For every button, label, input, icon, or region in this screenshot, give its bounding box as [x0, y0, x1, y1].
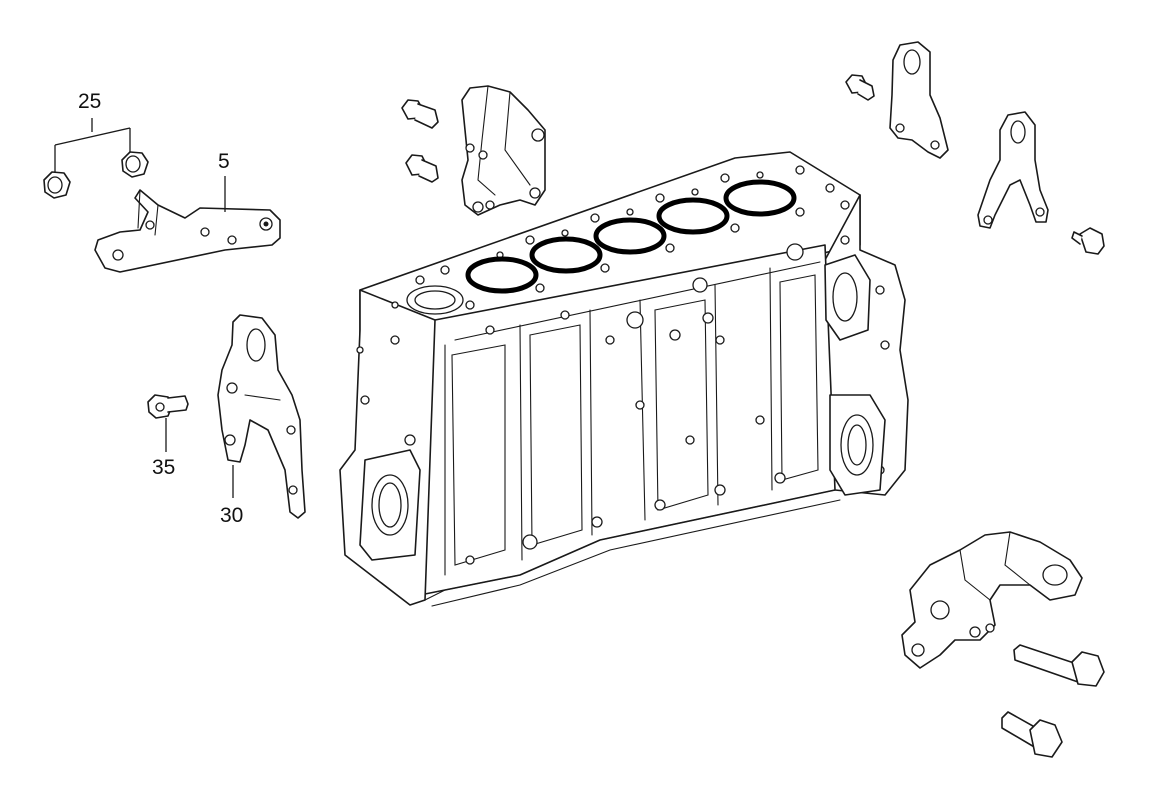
deck-bolt-holes: [391, 165, 850, 310]
right-forked-bracket[interactable]: [977, 111, 1049, 229]
top-right-lifting-plate[interactable]: [889, 41, 949, 159]
callout-30: 30: [220, 504, 243, 527]
top-bolt-lower[interactable]: [405, 154, 439, 183]
callout-35: 35: [152, 456, 175, 479]
part-5-bracket[interactable]: [94, 189, 281, 273]
cylinder-liner-rings[interactable]: [465, 179, 797, 294]
right-small-bolt[interactable]: [1071, 227, 1105, 255]
part-35-bolt[interactable]: [147, 394, 189, 419]
callout-5: 5: [218, 150, 230, 173]
part-25-nut-right[interactable]: [121, 151, 149, 178]
bottom-right-engine-mount[interactable]: [901, 531, 1083, 669]
mount-long-bolt-upper[interactable]: [1013, 644, 1105, 687]
part-30-lifting-bracket[interactable]: [217, 314, 306, 519]
top-right-small-bolt[interactable]: [845, 74, 875, 101]
block-face-holes: [356, 235, 890, 565]
top-center-support-bracket[interactable]: [461, 85, 546, 216]
part-25-nut-left[interactable]: [43, 171, 71, 199]
callout-25: 25: [78, 90, 101, 113]
mount-long-bolt-lower[interactable]: [1001, 711, 1063, 758]
leader-lines: [54, 118, 234, 498]
top-bolt-upper[interactable]: [401, 99, 439, 129]
